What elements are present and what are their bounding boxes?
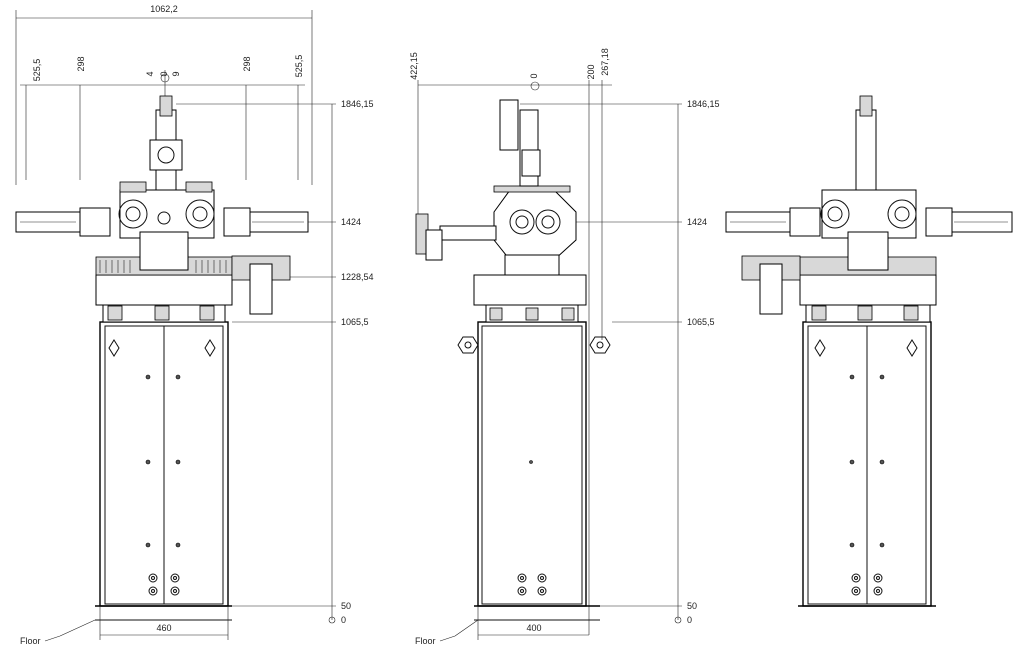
front-dim-525-right: 525,5 (294, 55, 304, 78)
front-dim-525-left: 525,5 (32, 59, 42, 82)
front-dim-overall-label: 1062,2 (150, 4, 178, 14)
rear-view (725, 95, 1013, 607)
side-h-1846: 1846,15 (687, 99, 720, 109)
side-dim-267: 267,18 (600, 48, 610, 76)
front-dim-298-left: 298 (76, 56, 86, 71)
side-view: 422,15 0 200 267,18 1846,15 1424 1065,5 … (409, 48, 720, 646)
front-view: 1062,2 525,5 298 4 0 9 298 525,5 1846,15… (15, 4, 374, 646)
side-dim-422: 422,15 (409, 52, 419, 80)
front-dim-overall: 1062,2 (15, 4, 313, 185)
front-floor-label: Floor (20, 636, 41, 646)
side-height-dims: 1846,15 1424 1065,5 50 0 (520, 99, 720, 625)
side-base-width: 400 (526, 623, 541, 633)
side-floor-label: Floor (415, 636, 436, 646)
side-dim-200: 200 (586, 64, 596, 79)
side-h-1065: 1065,5 (687, 317, 715, 327)
front-h-1424: 1424 (341, 217, 361, 227)
front-h-1065: 1065,5 (341, 317, 369, 327)
front-h-1846: 1846,15 (341, 99, 374, 109)
side-h-0: 0 (687, 615, 692, 625)
front-h-0: 0 (341, 615, 346, 625)
side-h-1424: 1424 (687, 217, 707, 227)
side-h-50: 50 (687, 601, 697, 611)
front-dim-4: 4 (145, 71, 155, 76)
front-dim-9: 9 (171, 71, 181, 76)
front-height-dims: 1846,15 1424 1228,54 1065,5 50 0 (176, 99, 374, 625)
front-dim-298-right: 298 (242, 56, 252, 71)
side-dim-0: 0 (529, 73, 539, 78)
front-h-1228: 1228,54 (341, 272, 374, 282)
front-h-50: 50 (341, 601, 351, 611)
front-base-width: 460 (156, 623, 171, 633)
